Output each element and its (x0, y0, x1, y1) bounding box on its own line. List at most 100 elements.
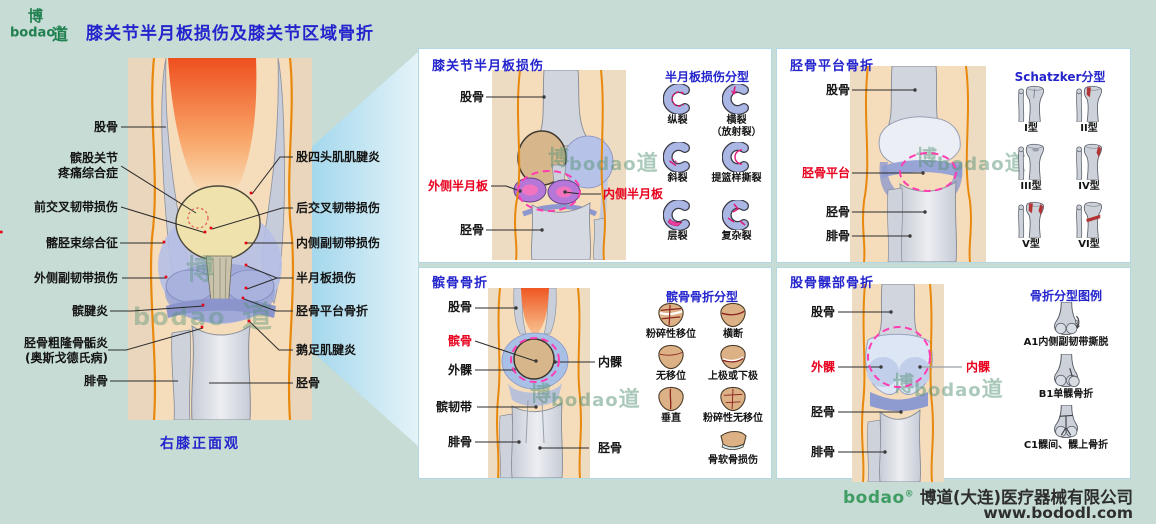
p2-label-femur: 股骨 (825, 83, 850, 97)
fracture-c1-intercondylar-supracondylar-icon (1049, 405, 1083, 439)
p3-label-fibula: 腓骨 (447, 435, 472, 449)
p4-cls-title: 骨折分型图例 (1029, 289, 1102, 303)
panel1-title: 膝关节半月板损伤 (432, 59, 545, 74)
p1-cls-grid: 纵裂 横裂 （放射裂） 斜裂 提篮样撕裂 层裂 复杂裂 (648, 84, 766, 258)
ov-label-femur: 股骨 (93, 120, 118, 134)
footer-website: www.bododl.com (983, 504, 1133, 522)
cls-item: 粉碎性移位 (640, 302, 702, 344)
brand-logo: bodao® (10, 24, 64, 41)
p1-label-tibia: 胫骨 (459, 223, 484, 237)
ov-label-lcl-injury: 外侧副韧带损伤 (33, 271, 118, 285)
cls-item: 复杂裂 (707, 200, 766, 258)
patella-nondisplaced-icon (656, 344, 686, 370)
cls-item: A1内侧副韧带撕脱 (1002, 302, 1130, 349)
page-title: 膝关节半月板损伤及膝关节区域骨折 (86, 24, 374, 44)
cls-item: III型 (1002, 142, 1060, 200)
schatzker-type3-icon (1016, 142, 1046, 180)
watermark-bodao: bodao (133, 303, 227, 331)
cls-item: I型 (1002, 84, 1060, 142)
meniscus-oblique-tear-icon (662, 142, 694, 172)
view-caption: 右膝正面观 (160, 436, 240, 452)
footer-company: bodao® 博道(大连)医疗器械有限公司 (842, 488, 1133, 508)
logo-bo-icon: 博 (28, 7, 44, 25)
patella-osteochondral-injury-icon (720, 430, 747, 451)
ov-label-meniscus-injury: 半月板损伤 (296, 271, 357, 285)
p1-label-lateral-meniscus: 外侧半月板 (427, 179, 488, 193)
p3-label-tibia: 胫骨 (598, 441, 623, 455)
ov-label-pes-anserine-tendinitis: 鹅足肌腱炎 (296, 343, 357, 357)
p3-label-patellar-ligament: 髌韧带 (435, 400, 472, 414)
cls-item: V型 (1002, 200, 1060, 258)
cls-item: 横裂 （放射裂） (707, 84, 766, 142)
cls-item: C1髁间、髁上骨折 (1002, 405, 1130, 452)
cls-item: 无移位 (640, 344, 702, 386)
ov-label-acl-injury: 前交叉韧带损伤 (33, 200, 118, 214)
overview-knee-illustration (128, 58, 312, 420)
patella-comminuted-nondisplaced-icon (718, 386, 748, 412)
p1-cls-title: 半月板损伤分型 (664, 70, 749, 84)
schatzker-type5-icon (1016, 200, 1046, 238)
panel3-title: 髌骨骨折 (432, 276, 489, 291)
p2-label-fibula: 腓骨 (825, 229, 850, 243)
ov-label-itb-syndrome: 髂胫束综合征 (45, 236, 118, 250)
meniscus-radial-tear-icon (721, 84, 753, 114)
fracture-a1-mcl-avulsion-icon (1049, 302, 1080, 336)
cls-item: IV型 (1060, 142, 1118, 200)
p4-label-femur: 股骨 (810, 305, 835, 319)
p3-label-patella: 髌骨 (447, 334, 472, 348)
ov-label-patellar-tendinitis: 髌腱炎 (71, 304, 108, 318)
p3-label-medial-condyle: 内髁 (598, 355, 623, 369)
cls-item: B1单髁骨折 (1002, 354, 1130, 401)
cls-item: 上极或下极 (702, 344, 764, 386)
ov-label-mcl-injury: 内侧副韧带损伤 (296, 236, 381, 250)
cls-item: 骨软骨损伤 (702, 428, 764, 472)
panel4-title: 股骨髁部骨折 (790, 276, 875, 291)
p4-label-medial-condyle: 内髁 (966, 360, 991, 374)
schatzker-type2-icon (1074, 84, 1104, 122)
cls-item: 粉碎性无移位 (702, 386, 764, 428)
schatzker-type4-icon (1074, 142, 1104, 180)
cls-item: 层裂 (648, 200, 707, 258)
patella-vertical-icon (656, 386, 686, 412)
panel3-watermark: 博bodao道 (530, 382, 640, 411)
schatzker-type1-icon (1016, 84, 1046, 122)
ov-label-osgood-schlatter: 胫骨粗隆骨骺炎(奥斯戈德氏病) (23, 336, 108, 365)
ov-label-patellofemoral-pain: 髌股关节疼痛综合症 (57, 151, 118, 180)
cls-item: II型 (1060, 84, 1118, 142)
p3-label-lateral-condyle: 外髁 (447, 363, 472, 377)
ov-label-tibial-plateau-fracture: 胫骨平台骨折 (296, 304, 369, 318)
p3-label-femur: 股骨 (447, 300, 472, 314)
cls-item: 提篮样撕裂 (707, 142, 766, 200)
p1-label-femur: 股骨 (459, 90, 484, 104)
patella-pole-fracture-icon (718, 344, 748, 370)
logo-dao-icon: 道 (52, 25, 69, 44)
footer-logo: bodao® (842, 488, 915, 508)
cls-item: 斜裂 (648, 142, 707, 200)
panel1-watermark: 博bodao道 (548, 146, 658, 175)
p4-label-lateral-condyle: 外髁 (810, 360, 835, 374)
meniscus-complex-tear-icon (721, 200, 753, 230)
meniscus-longitudinal-tear-icon (662, 84, 694, 114)
ov-label-fibula: 腓骨 (83, 374, 108, 388)
ov-label-tibia: 胫骨 (296, 376, 321, 390)
p2-label-tibial-plateau: 胫骨平台 (801, 166, 850, 180)
fracture-b1-unicondylar-icon (1049, 354, 1080, 388)
watermark-bo: 博 (186, 253, 215, 286)
meniscus-horizontal-tear-icon (662, 200, 694, 230)
cls-item: 纵裂 (648, 84, 707, 142)
watermark-dao: 道 (242, 300, 272, 335)
cls-item: VI型 (1060, 200, 1118, 258)
p4-legend: A1内侧副韧带撕脱 B1单髁骨折 C1髁间、髁上骨折 (1002, 302, 1130, 457)
patella-comminuted-displaced-icon (656, 302, 686, 328)
ov-label-quadriceps-tendinitis: 股四头肌肌腱炎 (296, 150, 381, 164)
panel2-title: 胫骨平台骨折 (790, 59, 875, 74)
p2-cls-grid: I型 II型 III型 IV型 V型 VI型 (1002, 84, 1118, 258)
patella-transverse-icon (718, 302, 748, 328)
p4-label-tibia: 胫骨 (810, 405, 835, 419)
cls-item: 横断 (702, 302, 764, 344)
p3-cls-grid: 粉碎性移位 横断 无移位 上极或下极 垂直 粉碎性无移位 骨软骨损伤 (640, 302, 764, 472)
cls-spacer (640, 428, 702, 472)
p3-cls-title: 髌骨骨折分型 (665, 290, 738, 304)
